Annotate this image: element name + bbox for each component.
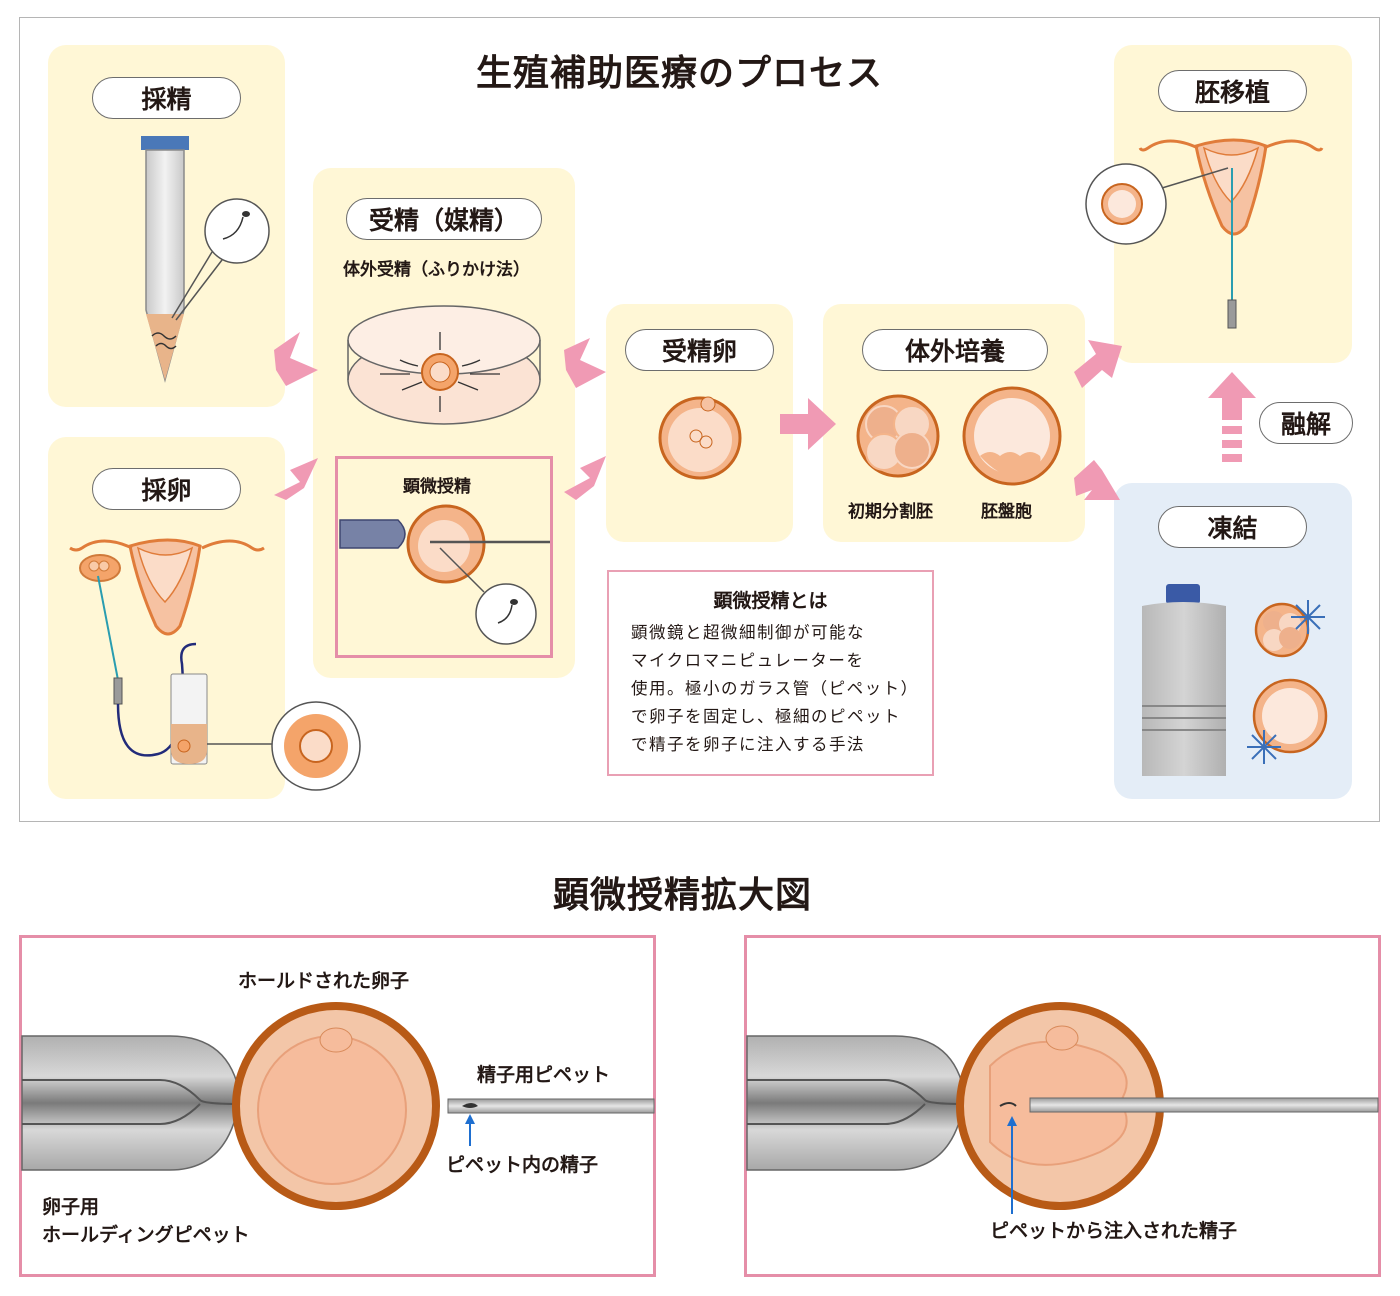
uterus-egg-retrieval — [69, 538, 361, 791]
label-culture: 体外培養 — [862, 329, 1048, 371]
label-ivf-method: 体外受精（ふりかけ法） — [343, 260, 530, 280]
early-embryo — [856, 394, 940, 478]
icsi-note-line: で卵子を固定し、極細のピペット — [631, 707, 901, 726]
arrow-right-icon — [564, 456, 606, 500]
blastocyst — [962, 386, 1062, 486]
label-holding-pipette-line1: 卵子用 — [42, 1196, 100, 1218]
label-held-egg: ホールドされた卵子 — [238, 970, 410, 992]
freeze-tank — [1142, 584, 1328, 776]
label-freeze: 凍結 — [1158, 506, 1307, 548]
page-title: 生殖補助医療のプロセス — [476, 53, 884, 94]
icsi-note-title: 顕微授精とは — [713, 590, 828, 612]
uterus-transfer — [1085, 138, 1324, 329]
icsi-note-line: マイクロマニピュレーターを — [631, 651, 865, 670]
zoom-title: 顕微授精拡大図 — [553, 875, 813, 916]
process-frame — [19, 17, 1380, 822]
icsi-note-line: で精子を卵子に注入する手法 — [631, 735, 865, 754]
flow-arrows — [274, 332, 1256, 500]
label-thaw: 融解 — [1259, 402, 1353, 444]
arrow-up-icon — [1007, 1116, 1017, 1126]
arrow-up-icon — [1208, 372, 1256, 420]
arrow-right-icon — [274, 458, 318, 500]
arrow-right-icon — [780, 398, 836, 450]
arrow-right-icon — [274, 332, 318, 386]
holding-pipette-right — [746, 1035, 966, 1171]
holding-pipette-left — [21, 1035, 241, 1171]
injected-egg-right — [956, 1002, 1379, 1214]
label-icsi: 顕微授精 — [403, 477, 471, 497]
label-transfer: 胚移植 — [1158, 70, 1307, 112]
held-egg-left — [232, 1002, 440, 1210]
label-fertilized-egg: 受精卵 — [625, 329, 774, 371]
snowflake-icon — [1247, 600, 1325, 764]
icsi-note-line: 使用。極小のガラス管（ピペット） — [631, 679, 919, 698]
label-holding-pipette-line2: ホールディングピペット — [42, 1224, 250, 1246]
label-injected-sperm: ピペットから注入された精子 — [990, 1220, 1238, 1242]
sperm-tube — [141, 136, 270, 383]
label-sperm-pipette: 精子用ピペット — [477, 1064, 611, 1086]
fertilized-egg — [658, 396, 742, 480]
icsi-note: 顕微授精とは 顕微鏡と超微細制御が可能な マイクロマニピュレーターを 使用。極小… — [607, 570, 934, 776]
label-egg-retrieval: 採卵 — [92, 468, 241, 510]
icsi-note-line: 顕微鏡と超微細制御が可能な — [631, 623, 865, 642]
label-blastocyst: 胚盤胞 — [981, 502, 1032, 522]
label-early-embryo: 初期分割胚 — [848, 502, 933, 522]
process-illustrations — [69, 136, 1328, 791]
arrow-right-icon — [1074, 460, 1120, 500]
label-sperm-in-pipette: ピペット内の精子 — [446, 1154, 599, 1176]
arrow-right-icon — [564, 338, 606, 388]
arrow-up-icon — [465, 1114, 475, 1124]
label-sperm-collection: 採精 — [92, 77, 241, 119]
arrow-right-icon — [1074, 340, 1122, 388]
label-fertilization: 受精（媒精） — [346, 198, 542, 240]
icsi-small — [339, 504, 550, 645]
petri-dish — [347, 305, 541, 425]
sperm-pipette-left — [447, 1098, 655, 1146]
